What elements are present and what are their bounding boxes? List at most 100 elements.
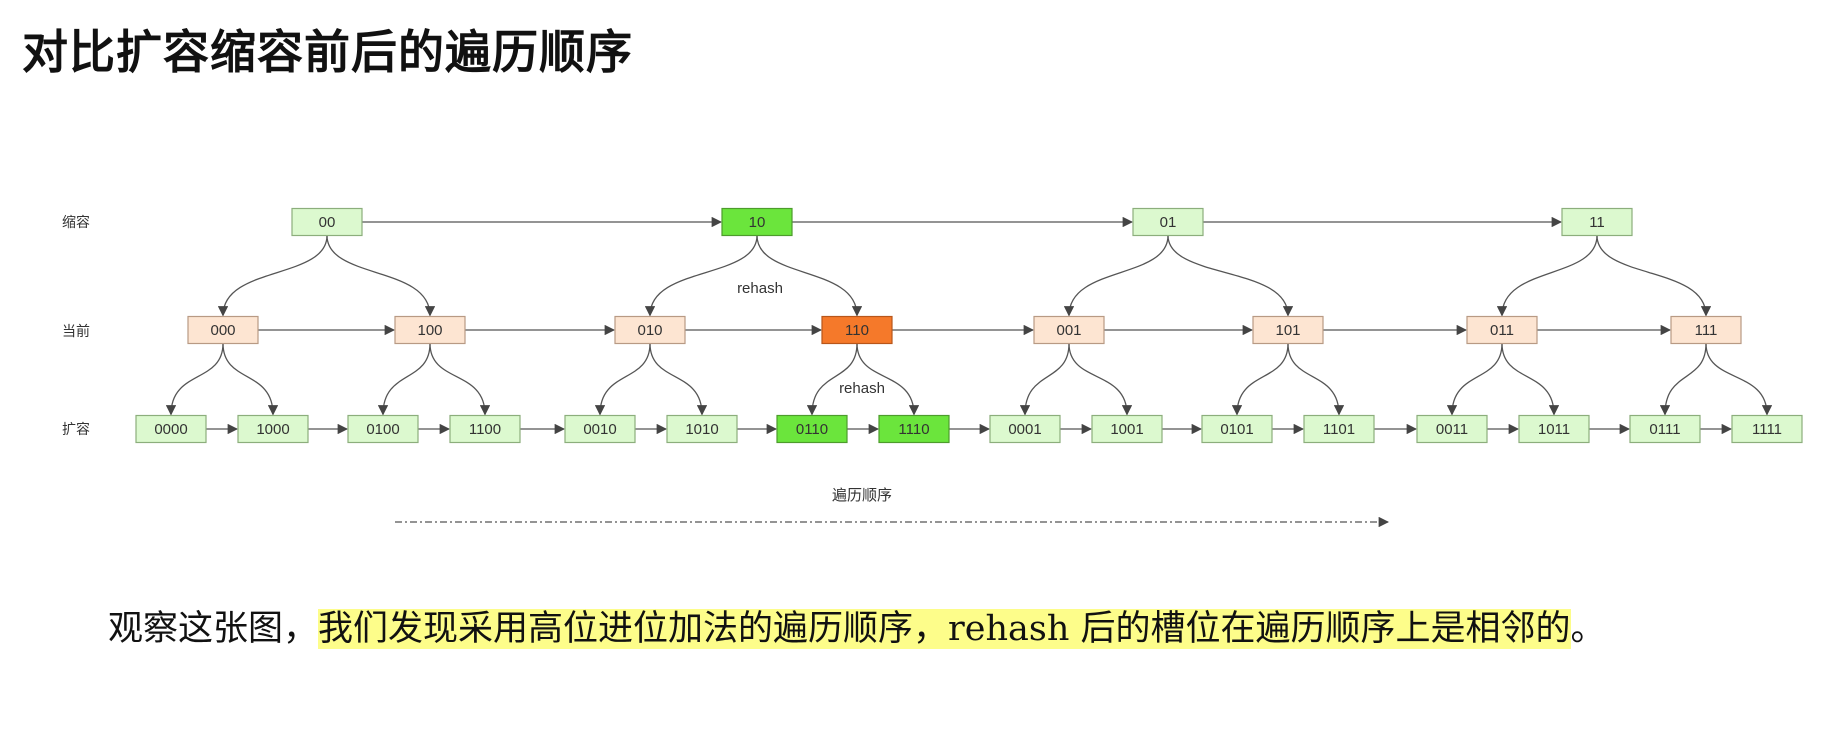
caption-paragraph: 观察这张图，我们发现采用高位进位加法的遍历顺序，rehash 后的槽位在遍历顺序… xyxy=(22,586,1722,672)
node-1110: 1110 xyxy=(878,414,950,444)
edge-arrow xyxy=(1019,343,1070,416)
node-label: 011 xyxy=(1490,322,1514,339)
node-box xyxy=(1132,207,1204,237)
node-101: 101 xyxy=(1252,315,1324,345)
edge-arrow xyxy=(1231,343,1289,416)
node-label: 001 xyxy=(1056,322,1081,339)
node-label: 0001 xyxy=(1008,421,1041,438)
edge-arrow xyxy=(806,343,858,416)
node-label: 010 xyxy=(637,322,662,339)
edge-arrow xyxy=(1501,343,1560,416)
node-0110: 0110 xyxy=(776,414,848,444)
row-label-shrink: 缩容 xyxy=(62,214,90,230)
edge-arrow xyxy=(594,343,651,416)
node-label: 1101 xyxy=(1323,421,1355,438)
node-label: 111 xyxy=(1695,322,1718,339)
edge-arrow xyxy=(377,343,431,416)
node-0001: 0001 xyxy=(989,414,1061,444)
node-box xyxy=(1091,414,1163,444)
edge-arrow xyxy=(165,343,224,416)
edge-arrow xyxy=(1705,343,1773,416)
node-0011: 0011 xyxy=(1416,414,1488,444)
row-label-expand: 扩容 xyxy=(62,421,90,437)
edge-arrow xyxy=(644,235,758,317)
edge-arrow xyxy=(1596,235,1712,317)
node-label: 1011 xyxy=(1538,421,1570,438)
node-label: 11 xyxy=(1589,214,1605,231)
edge-arrow xyxy=(429,343,491,416)
rehash-label-lower: rehash xyxy=(839,380,885,397)
node-label: 0011 xyxy=(1436,421,1468,438)
edge-arrow xyxy=(1068,343,1133,416)
node-label: 0000 xyxy=(154,421,187,438)
edge-arrow xyxy=(1287,343,1345,416)
node-box xyxy=(1252,315,1324,345)
node-110: 110 xyxy=(821,315,893,345)
node-box xyxy=(1561,207,1633,237)
edge-arrow xyxy=(756,235,863,317)
node-box xyxy=(449,414,521,444)
node-111: 111 xyxy=(1670,315,1742,345)
node-box xyxy=(776,414,848,444)
node-label: 10 xyxy=(749,214,766,231)
node-box xyxy=(237,414,309,444)
node-1011: 1011 xyxy=(1518,414,1590,444)
node-box xyxy=(1518,414,1590,444)
node-10: 10 xyxy=(721,207,793,237)
node-box xyxy=(1201,414,1273,444)
node-box xyxy=(347,414,419,444)
node-1001: 1001 xyxy=(1091,414,1163,444)
node-label: 1111 xyxy=(1752,421,1782,438)
node-1000: 1000 xyxy=(237,414,309,444)
node-box xyxy=(1629,414,1701,444)
node-0010: 0010 xyxy=(564,414,636,444)
edge-arrow xyxy=(1496,235,1598,317)
node-label: 0101 xyxy=(1220,421,1253,438)
node-label: 1001 xyxy=(1110,421,1143,438)
node-box xyxy=(821,315,893,345)
node-label: 000 xyxy=(210,322,235,339)
edge-arrow xyxy=(1063,235,1169,317)
caption-plain-end: 。 xyxy=(1570,609,1606,649)
node-box xyxy=(721,207,793,237)
node-0000: 0000 xyxy=(135,414,207,444)
edge-arrow xyxy=(217,235,328,317)
node-box xyxy=(291,207,363,237)
page-title: 对比扩容缩容前后的遍历顺序 xyxy=(22,25,633,79)
node-box xyxy=(989,414,1061,444)
node-label: 00 xyxy=(319,214,336,231)
node-box xyxy=(666,414,738,444)
node-box xyxy=(187,315,259,345)
node-001: 001 xyxy=(1033,315,1105,345)
node-box xyxy=(564,414,636,444)
edge-arrow xyxy=(1167,235,1294,317)
node-011: 011 xyxy=(1466,315,1538,345)
node-box xyxy=(1670,315,1742,345)
node-100: 100 xyxy=(394,315,466,345)
node-1111: 1111 xyxy=(1731,414,1803,444)
node-label: 1010 xyxy=(685,421,718,438)
rehash-label-upper: rehash xyxy=(737,280,783,297)
node-00: 00 xyxy=(291,207,363,237)
node-label: 110 xyxy=(845,322,869,339)
node-01: 01 xyxy=(1132,207,1204,237)
edge-arrow xyxy=(856,343,920,416)
traversal-order-label: 遍历顺序 xyxy=(832,487,892,504)
node-label: 101 xyxy=(1275,322,1300,339)
node-label: 0010 xyxy=(583,421,616,438)
node-label: 1100 xyxy=(469,421,501,438)
edge-arrow xyxy=(222,343,279,416)
node-box xyxy=(1731,414,1803,444)
node-1010: 1010 xyxy=(666,414,738,444)
caption-plain-start: 观察这张图， xyxy=(108,609,319,649)
node-label: 01 xyxy=(1160,214,1177,231)
edge-arrow xyxy=(1446,343,1503,416)
node-010: 010 xyxy=(614,315,686,345)
edge-arrow xyxy=(1659,343,1707,416)
caption-highlight: 我们发现采用高位进位加法的遍历顺序，rehash 后的槽位在遍历顺序上是相邻的 xyxy=(318,609,1571,649)
edge-arrow xyxy=(649,343,708,416)
node-label: 1110 xyxy=(898,421,929,438)
node-box xyxy=(614,315,686,345)
